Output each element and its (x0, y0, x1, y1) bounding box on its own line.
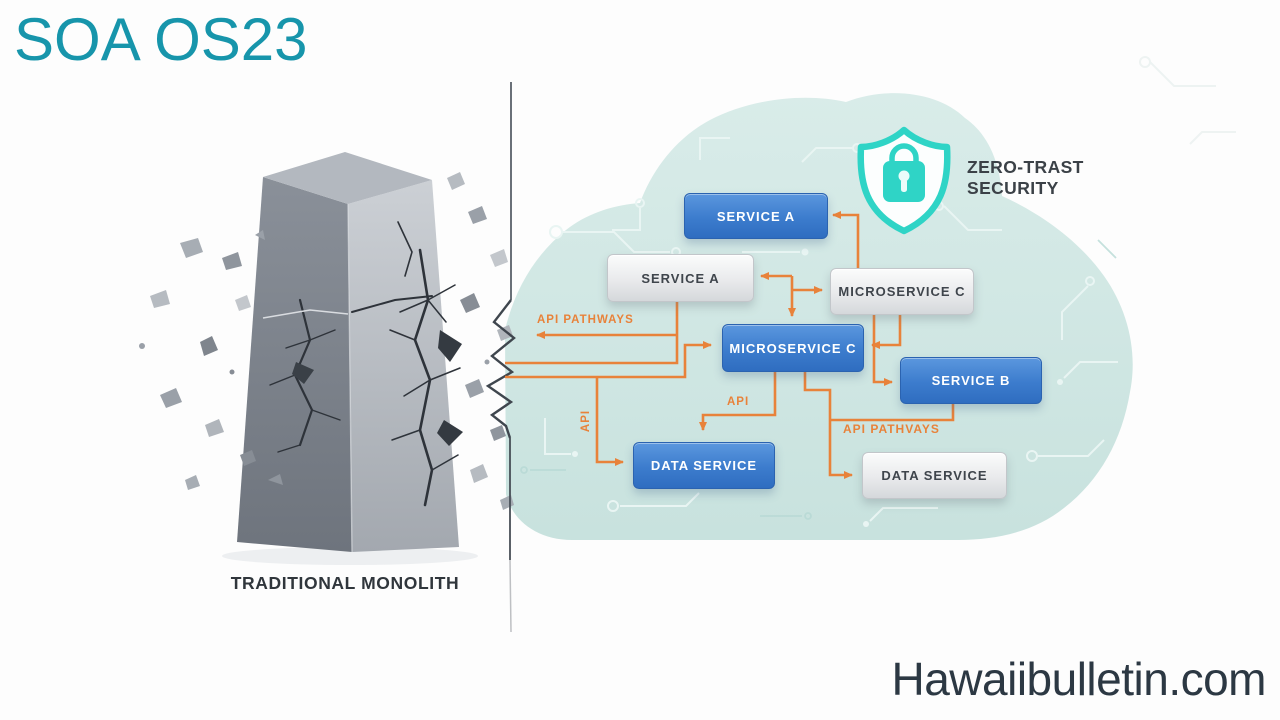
security-caption-line1: ZERO-TRAST (967, 157, 1084, 177)
edge-label-api-pathways-left: API PATHWAYS (537, 314, 634, 326)
edge-label-api-pathways-right: API PATHVAYS (843, 422, 940, 436)
circuit-pattern-dark-icon (520, 239, 1117, 520)
edge-label-api-center: API (727, 396, 750, 408)
caption-traditional-monolith: TRADITIONAL MONOLITH (230, 573, 460, 593)
monolith-illustration (139, 152, 514, 565)
security-caption-line2: SECURITY (967, 178, 1059, 198)
edge-label-api-vertical: API (580, 409, 593, 433)
divider-crack-line (485, 82, 516, 633)
page-title: SOA OS23 (14, 6, 308, 73)
node-service-a-left: SERVICE A (607, 254, 754, 302)
node-service-b: SERVICE B (900, 357, 1042, 404)
zero-trust-security-caption: ZERO-TRAST SECURITY (967, 157, 1084, 199)
watermark: Hawaiibulletin.com (891, 653, 1267, 705)
api-arrows (505, 211, 955, 479)
cloud-shape (505, 93, 1133, 540)
node-service-a-top: SERVICE A (684, 193, 828, 239)
faint-circuit-icon (1139, 56, 1236, 145)
node-microservice-c-gray: MICROSERVICE C (830, 268, 974, 315)
shield-lock-icon (857, 126, 951, 235)
node-data-service-blue: DATA SERVICE (633, 442, 775, 489)
node-microservice-c-blue: MICROSERVICE C (722, 324, 864, 372)
node-data-service-gray: DATA SERVICE (862, 452, 1007, 499)
